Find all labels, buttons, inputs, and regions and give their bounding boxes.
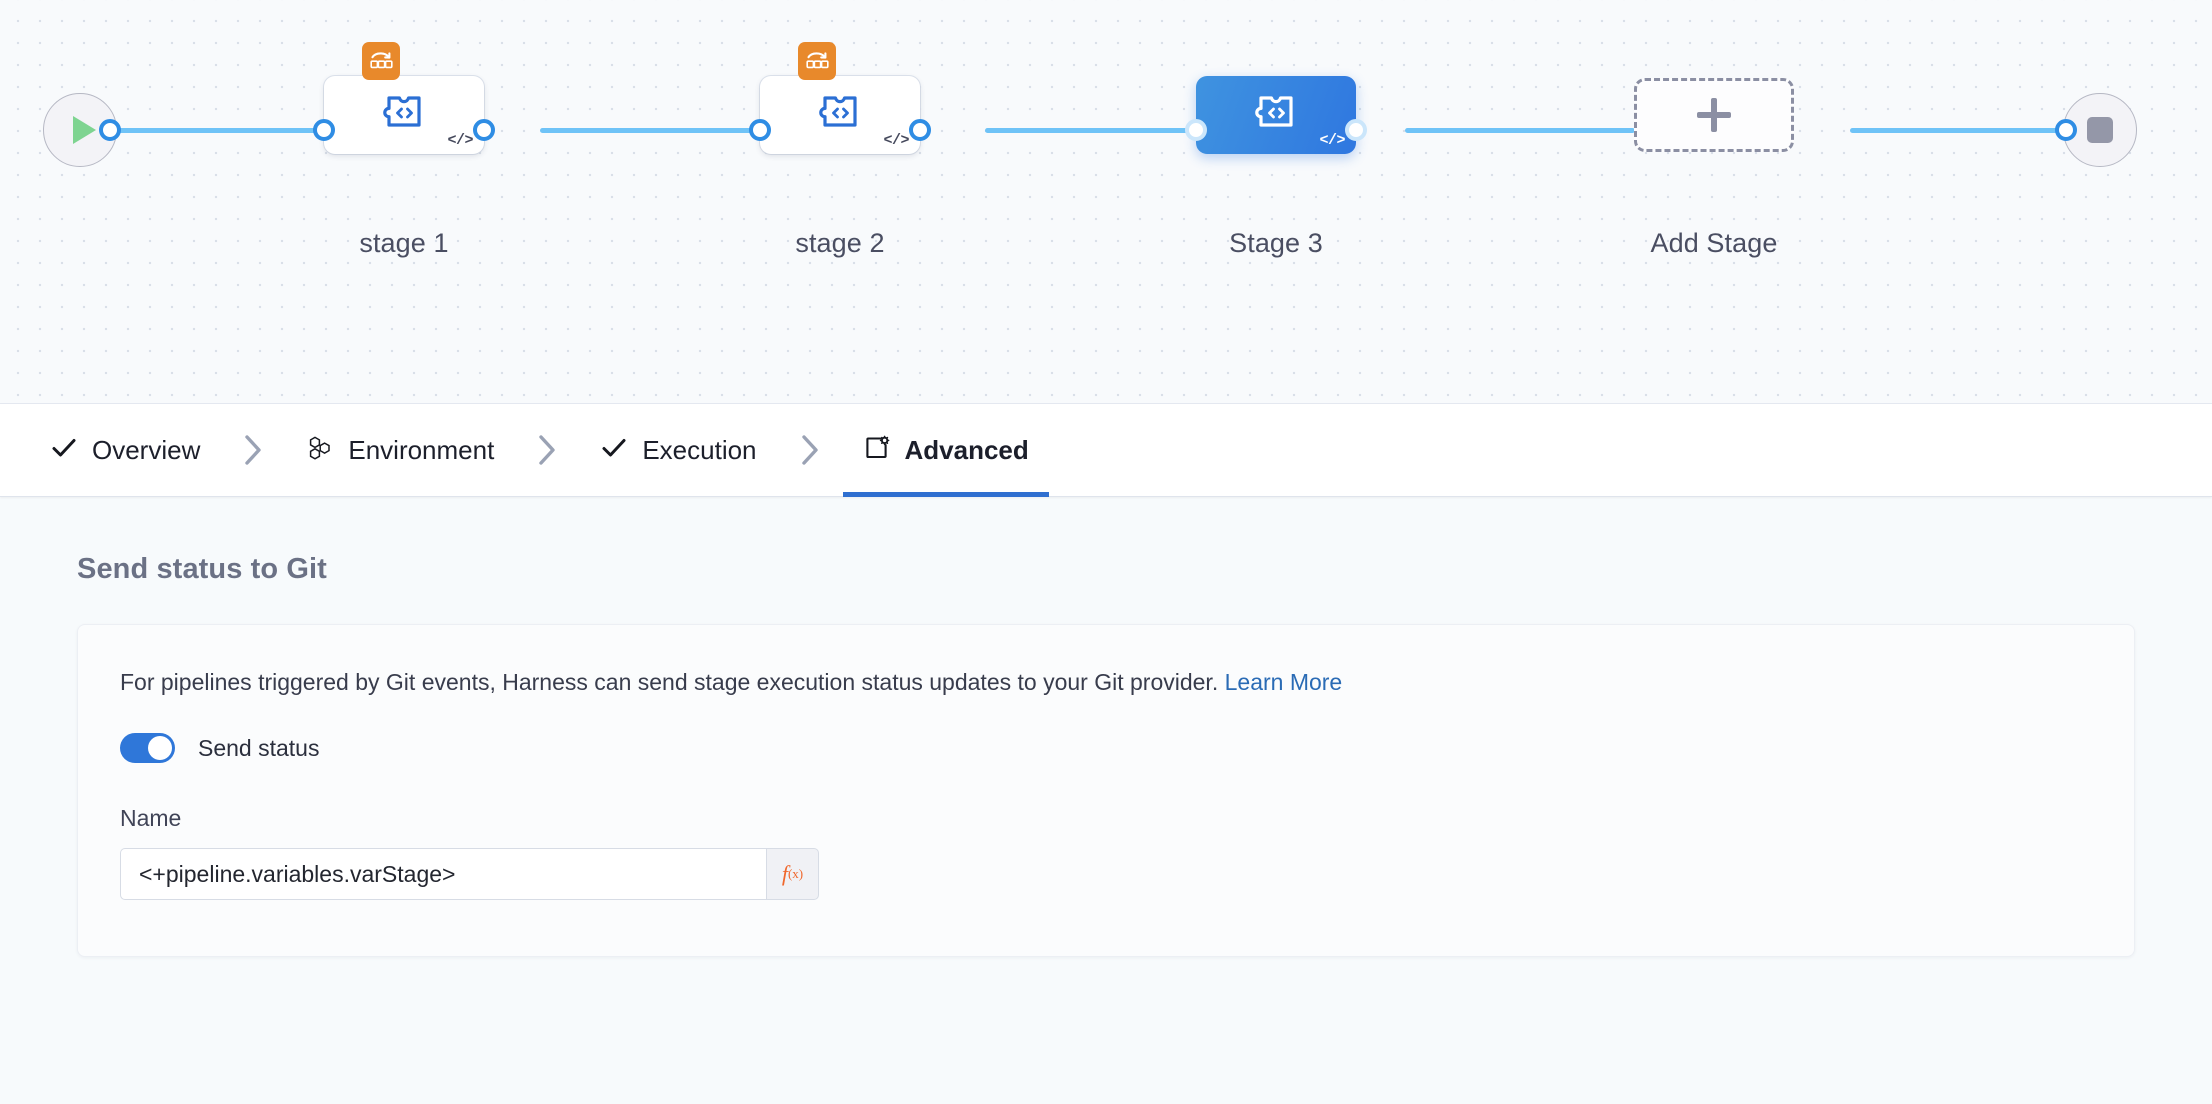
custom-stage-code-icon bbox=[381, 88, 427, 139]
port-stage2-out[interactable] bbox=[909, 119, 931, 141]
page-title: Send status to Git bbox=[77, 553, 327, 585]
stage-label-1: stage 1 bbox=[359, 228, 449, 258]
name-input[interactable] bbox=[120, 848, 766, 900]
stage-type-code-badge: </> bbox=[447, 132, 473, 149]
chevron-right-icon bbox=[777, 433, 843, 467]
settings-card-icon bbox=[863, 434, 891, 467]
pipeline-canvas[interactable]: </> </> bbox=[0, 0, 2212, 404]
tab-environment[interactable]: Environment bbox=[286, 404, 514, 497]
plus-icon-vertical bbox=[1711, 98, 1717, 132]
name-field-label: Name bbox=[120, 805, 182, 831]
stage-label-2: stage 2 bbox=[795, 228, 885, 258]
tab-overview[interactable]: Overview bbox=[30, 404, 220, 497]
play-icon bbox=[72, 116, 96, 144]
connector-addstage-to-end bbox=[1850, 128, 2065, 133]
port-stage3-in[interactable] bbox=[1185, 119, 1207, 141]
port-start-out[interactable] bbox=[99, 119, 121, 141]
stage-node-3[interactable]: </> bbox=[1196, 76, 1356, 154]
fx-sub: (x) bbox=[787, 866, 804, 881]
send-status-toggle-row: Send status bbox=[120, 733, 2134, 763]
port-stage3-out[interactable] bbox=[1345, 119, 1367, 141]
custom-stage-code-icon bbox=[1253, 88, 1299, 139]
add-stage-node[interactable] bbox=[1634, 78, 1794, 152]
stage-label-3: Stage 3 bbox=[1229, 228, 1323, 258]
tab-execution[interactable]: Execution bbox=[580, 404, 776, 497]
custom-stage-code-icon bbox=[817, 88, 863, 139]
port-stage1-out[interactable] bbox=[473, 119, 495, 141]
chevron-right-icon bbox=[220, 433, 286, 467]
expression-fx-button[interactable]: f(x) bbox=[766, 848, 819, 900]
connector-stage2-to-stage3 bbox=[985, 128, 1200, 133]
toggle-knob bbox=[148, 736, 172, 760]
stage-node-2[interactable]: </> bbox=[760, 42, 920, 154]
send-status-toggle[interactable] bbox=[120, 733, 175, 763]
port-stage1-in[interactable] bbox=[313, 119, 335, 141]
matrix-looping-strategy-icon bbox=[798, 42, 836, 80]
stage-type-code-badge: </> bbox=[1319, 132, 1345, 149]
check-icon bbox=[50, 434, 78, 467]
send-status-panel: For pipelines triggered by Git events, H… bbox=[77, 624, 2135, 957]
panel-description-text: For pipelines triggered by Git events, H… bbox=[120, 669, 1219, 695]
tab-execution-label: Execution bbox=[642, 434, 757, 465]
advanced-tab-content: Send status to Git For pipelines trigger… bbox=[0, 497, 2212, 1104]
connector-stage1-to-stage2 bbox=[540, 128, 765, 133]
connector-start-to-stage1 bbox=[110, 128, 320, 133]
matrix-looping-strategy-icon bbox=[362, 42, 400, 80]
name-field-group: f(x) bbox=[120, 848, 819, 900]
panel-description: For pipelines triggered by Git events, H… bbox=[120, 669, 2134, 696]
port-end-in[interactable] bbox=[2055, 119, 2077, 141]
stage-type-code-badge: </> bbox=[883, 132, 909, 149]
hexagons-icon bbox=[306, 434, 334, 467]
connector-stage3-to-addstage bbox=[1405, 128, 1635, 133]
learn-more-link[interactable]: Learn More bbox=[1224, 669, 1343, 695]
add-stage-label: Add Stage bbox=[1650, 228, 1778, 258]
fx-label: f bbox=[781, 861, 788, 886]
port-stage2-in[interactable] bbox=[749, 119, 771, 141]
tab-overview-label: Overview bbox=[92, 434, 201, 465]
stage-config-tabbar: Overview Environment Execution bbox=[0, 404, 2212, 497]
chevron-right-icon bbox=[514, 433, 580, 467]
tab-advanced-label: Advanced bbox=[904, 434, 1029, 465]
tab-environment-label: Environment bbox=[348, 434, 495, 465]
check-icon bbox=[600, 434, 628, 467]
stage-node-1[interactable]: </> bbox=[324, 42, 484, 154]
pipeline-end-node[interactable] bbox=[2063, 93, 2137, 167]
stop-icon bbox=[2087, 117, 2113, 143]
tab-advanced[interactable]: Advanced bbox=[842, 404, 1050, 497]
send-status-toggle-label: Send status bbox=[198, 734, 320, 761]
